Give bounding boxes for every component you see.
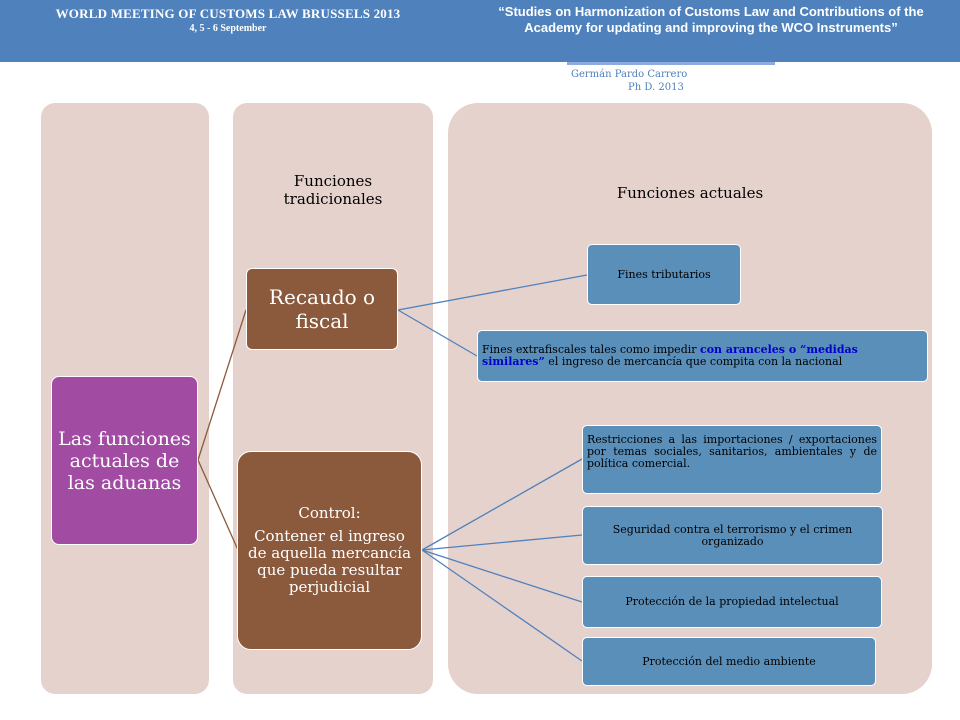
connector-root-recaudo: [197, 309, 247, 461]
control-node-body: Contener el ingreso de aquella mercancía…: [247, 527, 412, 596]
fines-extrafiscales-highlight: con aranceles o “medidas similares”: [482, 343, 858, 368]
fines-extrafiscales-part1: Fines extrafiscales tales como impedir: [482, 343, 701, 356]
root-node-label: Las funciones actuales de las aduanas: [58, 427, 191, 494]
meeting-title: WORLD MEETING OF CUSTOMS LAW BRUSSELS 20…: [55, 6, 401, 21]
fines-extrafiscales-node: Fines extrafiscales tales como impedir c…: [477, 330, 928, 382]
control-node: Control: Contener el ingreso de aquella …: [237, 451, 422, 650]
seguridad-node: Seguridad contra el terrorismo y el crim…: [582, 506, 883, 565]
fines-extrafiscales-part2: el ingreso de mercancía que compita con …: [544, 355, 843, 368]
meeting-info: WORLD MEETING OF CUSTOMS LAW BRUSSELS 20…: [28, 6, 428, 34]
medio-ambiente-label: Protección del medio ambiente: [642, 654, 816, 668]
restricciones-label: Restricciones a las importaciones / expo…: [587, 433, 877, 470]
fines-tributarios-node: Fines tributarios: [587, 244, 741, 305]
restricciones-node: Restricciones a las importaciones / expo…: [582, 425, 882, 494]
header-underline: [567, 62, 775, 65]
seguridad-label: Seguridad contra el terrorismo y el crim…: [612, 522, 853, 548]
medio-ambiente-node: Protección del medio ambiente: [582, 637, 876, 686]
fines-extrafiscales-text: Fines extrafiscales tales como impedir c…: [482, 344, 923, 368]
author-block: Germán Pardo Carrero Ph D. 2013: [571, 68, 687, 94]
connector-control-medio-ambiente: [421, 549, 583, 662]
header-banner: WORLD MEETING OF CUSTOMS LAW BRUSSELS 20…: [0, 0, 960, 62]
author-name: Germán Pardo Carrero: [571, 69, 688, 80]
connector-root-control: [197, 459, 239, 551]
connector-recaudo-extrafiscales: [397, 309, 478, 357]
connector-control-restricciones: [421, 458, 583, 551]
connector-recaudo-tributarios: [397, 274, 588, 311]
connector-control-seguridad: [421, 534, 583, 551]
author-degree: Ph D. 2013: [628, 82, 684, 93]
meeting-dates: 4, 5 - 6 September: [189, 23, 267, 34]
propiedad-intelectual-node: Protección de la propiedad intelectual: [582, 576, 882, 628]
column-title-actuales: Funciones actuales: [616, 184, 764, 202]
control-node-title: Control:: [298, 504, 361, 522]
recaudo-node: Recaudo o fiscal: [246, 268, 398, 350]
propiedad-intelectual-label: Protección de la propiedad intelectual: [625, 595, 839, 608]
column-title-tradicionales: Funciones tradicionales: [283, 172, 383, 208]
fines-tributarios-label: Fines tributarios: [617, 267, 711, 281]
recaudo-node-label: Recaudo o fiscal: [268, 285, 376, 333]
study-title: “Studies on Harmonization of Customs Law…: [498, 4, 924, 35]
connector-control-propiedad: [421, 549, 583, 603]
root-node: Las funciones actuales de las aduanas: [51, 376, 198, 545]
